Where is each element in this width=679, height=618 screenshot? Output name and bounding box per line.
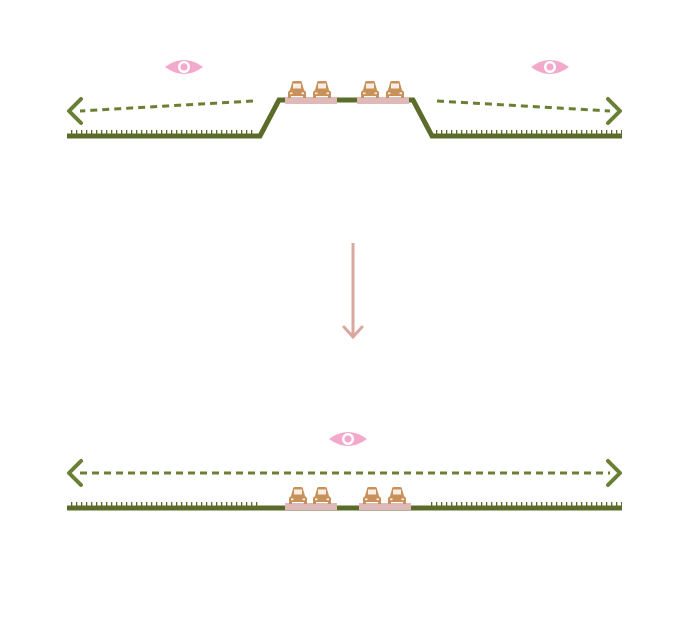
car-icon: [361, 81, 379, 98]
before-panel: [67, 60, 622, 139]
car-icon: [288, 81, 306, 98]
lane-left: [285, 97, 337, 104]
lane-right: [357, 97, 409, 104]
eye-icon: [531, 60, 569, 74]
lane-right: [359, 503, 411, 510]
eye-icon: [165, 60, 203, 74]
grass-left: [68, 130, 256, 136]
eye-icon: [329, 432, 367, 446]
ground-profile-elevated: [67, 97, 622, 139]
sightline-continuous: [67, 459, 622, 487]
arrow-down-icon: [342, 243, 364, 340]
grass-right: [430, 502, 622, 508]
car-icon: [289, 487, 307, 504]
car-icon: [388, 487, 406, 504]
car-icon: [386, 81, 404, 98]
car-icon: [313, 487, 331, 504]
car-icon: [313, 81, 331, 98]
sightline-right: [436, 97, 622, 125]
grass-left: [68, 502, 260, 508]
lane-left: [285, 503, 337, 510]
after-panel: [67, 432, 622, 511]
sightline-left: [67, 97, 254, 125]
grass-right: [434, 130, 622, 136]
car-icon: [363, 487, 381, 504]
